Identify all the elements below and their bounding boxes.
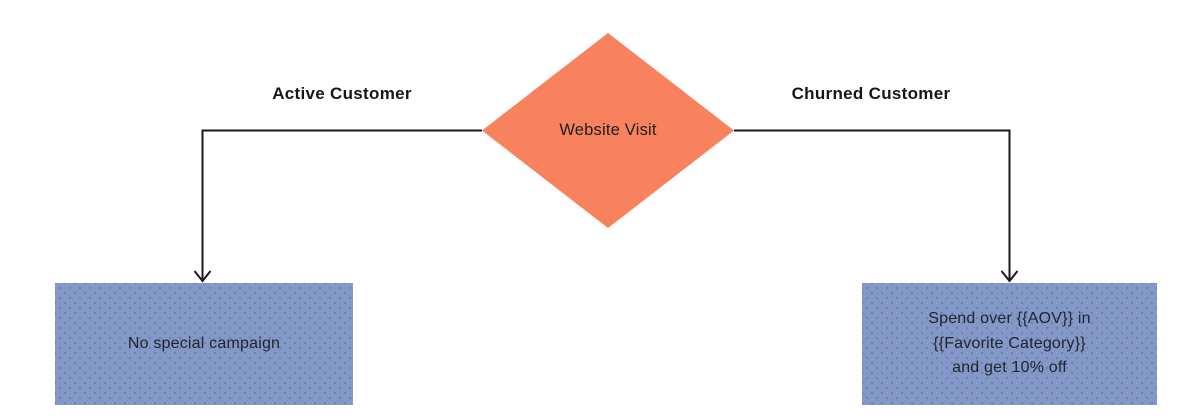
- connector-left: [201, 129, 482, 279]
- branch-label-active-customer: Active Customer: [272, 84, 412, 103]
- arrowhead-left-icon: [193, 270, 212, 283]
- connector-right: [734, 129, 1011, 279]
- decision-node-website-visit: Website Visit: [482, 33, 734, 228]
- arrowhead-right-icon: [1000, 270, 1019, 283]
- outcome-node-discount-offer: Spend over {{AOV}} in {{Favorite Categor…: [862, 283, 1157, 405]
- decision-node-label: Website Visit: [559, 121, 657, 139]
- outcome-node-no-special-campaign: No special campaign: [55, 283, 353, 405]
- branch-label-churned-customer: Churned Customer: [791, 84, 951, 103]
